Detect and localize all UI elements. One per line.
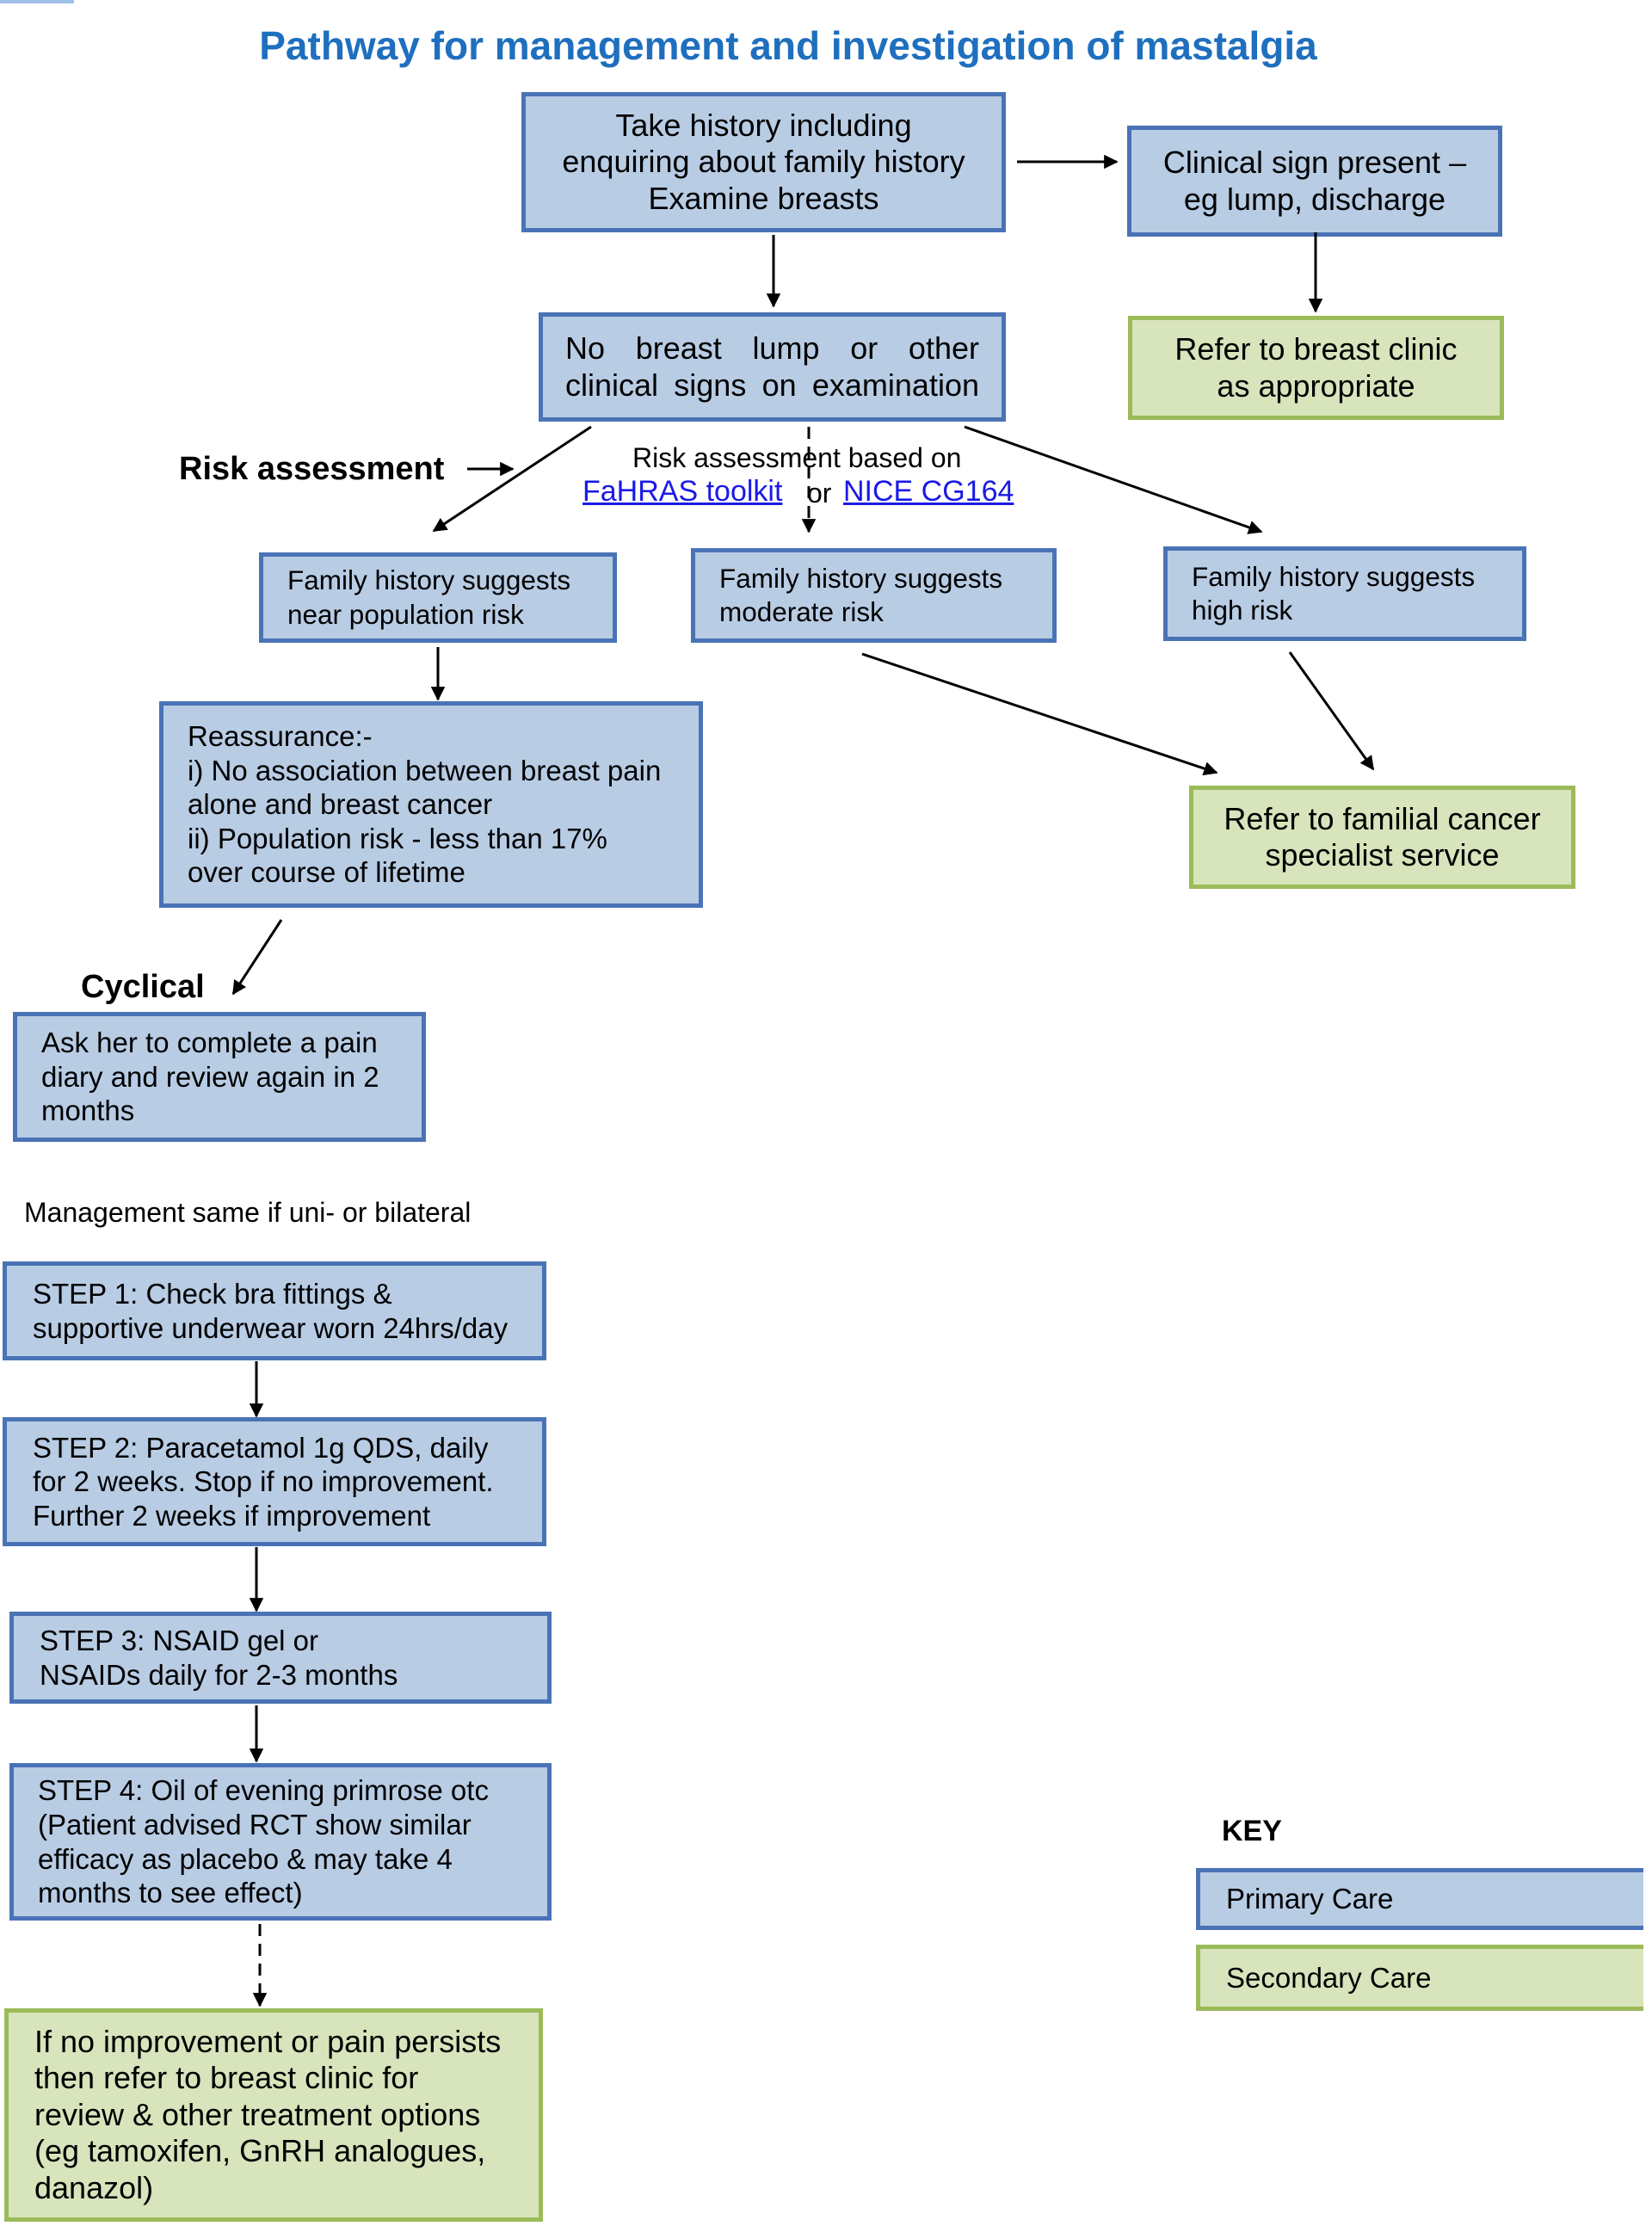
or-text: or — [807, 478, 832, 509]
cyclical-label: Cyclical — [81, 969, 205, 1005]
arrow-no-lump-to-high — [964, 425, 1263, 534]
box-text-line: diary and review again in 2 — [41, 1060, 379, 1093]
box-step-4: STEP 4: Oil of evening primrose otc(Pati… — [9, 1763, 552, 1921]
box-text-line: months — [41, 1095, 135, 1127]
box-text-line: near population risk — [287, 598, 524, 630]
box-text-line: (eg tamoxifen, GnRH analogues, — [34, 2133, 486, 2169]
key-primary-care: Primary Care — [1196, 1868, 1643, 1930]
arrow-moderate-to-familial — [861, 652, 1218, 776]
box-text-line: clinical signs on examination — [565, 367, 979, 403]
box-text-line: No breast lump or other — [565, 330, 979, 367]
box-text-line: Refer to breast clinic — [1174, 331, 1458, 367]
box-text-line: NSAIDs daily for 2-3 months — [40, 1658, 398, 1691]
box-text-line: Ask her to complete a pain — [41, 1027, 378, 1059]
box-text-line: moderate risk — [719, 596, 884, 627]
box-text-line: for 2 weeks. Stop if no improvement. — [33, 1465, 494, 1498]
box-text-line: months to see effect) — [38, 1877, 303, 1909]
risk-assessment-basis-text: Risk assessment based on — [632, 442, 962, 473]
box-text-line: enquiring about family history — [562, 144, 965, 180]
box-text-line: STEP 1: Check bra fittings & — [33, 1277, 392, 1310]
management-note: Management same if uni- or bilateral — [24, 1197, 472, 1228]
page-title: Pathway for management and investigation… — [259, 23, 1317, 68]
box-text-line: (Patient advised RCT show similar — [38, 1808, 472, 1841]
box-text-line: STEP 2: Paracetamol 1g QDS, daily — [33, 1431, 489, 1464]
box-text-line: specialist service — [1265, 837, 1500, 873]
risk-assessment-label: Risk assessment — [179, 451, 445, 487]
box-text-line: Family history suggests — [719, 562, 1003, 594]
box-text-line: danazol) — [34, 2169, 154, 2205]
corner-mark — [0, 0, 74, 3]
box-text-line: Further 2 weeks if improvement — [33, 1499, 431, 1532]
arrow-no-lump-to-near-population — [432, 425, 592, 533]
box-text-line: eg lump, discharge — [1183, 181, 1446, 217]
box-reassurance: Reassurance:-i) No association between b… — [159, 701, 703, 908]
box-text-line: Family history suggests — [287, 564, 571, 596]
box-text-line: high risk — [1192, 595, 1293, 626]
box-text-line: over course of lifetime — [188, 856, 465, 889]
box-text-line: review & other treatment options — [34, 2096, 481, 2132]
box-text-line: Family history suggests — [1192, 560, 1476, 592]
box-text-line: efficacy as placebo & may take 4 — [38, 1842, 453, 1875]
box-text-line: STEP 3: NSAID gel or — [40, 1624, 319, 1656]
box-text-line: then refer to breast clinic for — [34, 2060, 419, 2096]
box-text-line: Reassurance:- — [188, 720, 373, 753]
box-step-1: STEP 1: Check bra fittings &supportive u… — [3, 1261, 546, 1360]
box-text-line: Examine breasts — [648, 180, 879, 216]
box-text-line: ii) Population risk - less than 17% — [188, 822, 607, 854]
box-text-line: as appropriate — [1217, 367, 1415, 404]
box-text-line: If no improvement or pain persists — [34, 2023, 502, 2059]
box-text-line: supportive underwear worn 24hrs/day — [33, 1311, 509, 1344]
arrow-high-to-familial — [1288, 651, 1375, 771]
nice-cg164-link[interactable]: NICE CG164 — [843, 475, 1014, 508]
box-text-line: Take history including — [615, 107, 912, 143]
box-text-line: alone and breast cancer — [188, 788, 493, 821]
box-clinical-sign-present: Clinical sign present –eg lump, discharg… — [1127, 126, 1502, 237]
arrow-reassurance-to-cyclical — [231, 919, 283, 996]
box-text-line: STEP 4: Oil of evening primrose otc — [38, 1774, 489, 1807]
box-text-line: Clinical sign present – — [1162, 145, 1467, 181]
key-title: KEY — [1222, 1815, 1282, 1847]
fahras-toolkit-link[interactable]: FaHRAS toolkit — [583, 475, 783, 508]
box-text-line: i) No association between breast pain — [188, 754, 662, 786]
box-text-line: Refer to familial cancer — [1224, 800, 1541, 836]
key-secondary-care: Secondary Care — [1196, 1945, 1643, 2011]
